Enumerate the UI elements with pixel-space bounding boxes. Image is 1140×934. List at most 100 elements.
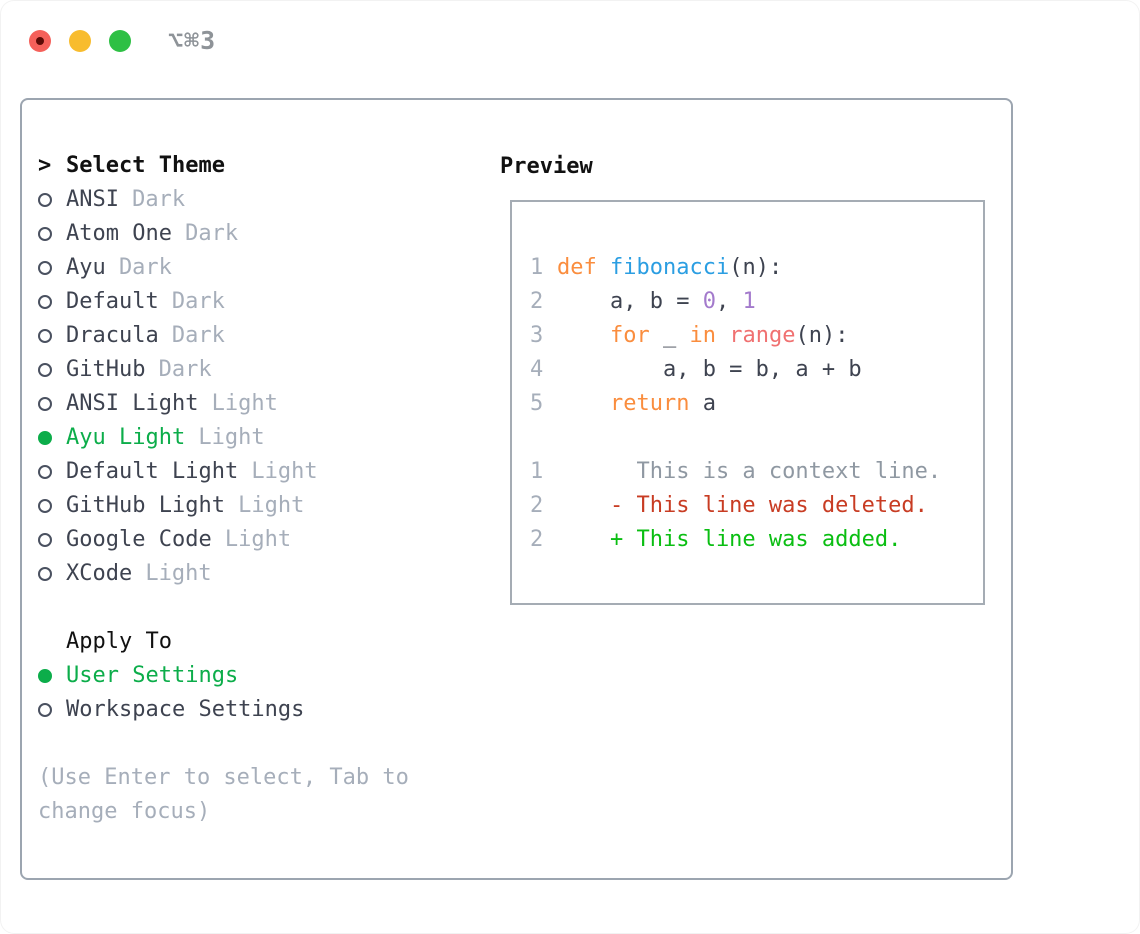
theme-option-ayu-light[interactable]: Ayu Light Light	[38, 421, 409, 455]
option-label: Google Code	[66, 527, 212, 552]
line-number: 2	[530, 493, 544, 518]
option-label: Ayu Light	[66, 425, 186, 450]
theme-variant-label: Dark	[118, 255, 172, 280]
code-token: a, b =	[557, 289, 703, 314]
theme-variant-label: Light	[198, 425, 265, 450]
option-label: GitHub	[66, 357, 146, 382]
line-number: 1	[530, 459, 544, 484]
radio-icon	[38, 261, 52, 275]
apply-to-title: Apply To	[66, 629, 172, 654]
option-label: Dracula	[66, 323, 159, 348]
theme-variant-label: Light	[211, 391, 278, 416]
window-titlebar: ⌥⌘3	[29, 26, 216, 55]
option-label: ANSI	[66, 187, 119, 212]
radio-icon	[38, 499, 52, 513]
theme-option-xcode[interactable]: XCode Light	[38, 557, 409, 591]
theme-option-dracula[interactable]: Dracula Dark	[38, 319, 409, 353]
radio-icon	[38, 295, 52, 309]
option-label: XCode	[66, 561, 133, 586]
help-line-1: (Use Enter to select, Tab to	[38, 765, 409, 790]
line-number: 2	[530, 289, 544, 314]
keyboard-shortcut-label: ⌥⌘3	[168, 26, 217, 55]
code-token: a, b = b, a + b	[557, 357, 862, 382]
code-token: range	[729, 323, 796, 348]
code-token	[597, 251, 610, 285]
theme-option-github-light[interactable]: GitHub Light Light	[38, 489, 409, 523]
radio-icon	[38, 567, 52, 581]
close-button[interactable]	[29, 29, 51, 52]
theme-option-github[interactable]: GitHub Dark	[38, 353, 409, 387]
theme-variant-label: Light	[145, 561, 212, 586]
code-token: _	[649, 323, 690, 348]
preview-title: Preview	[500, 153, 593, 179]
code-token	[557, 387, 610, 421]
help-line-2: change focus)	[38, 799, 211, 824]
line-number: 1	[530, 255, 544, 280]
unsaved-changes-dot-icon	[36, 36, 44, 45]
theme-variant-label: Dark	[158, 357, 212, 382]
radio-icon	[38, 465, 52, 479]
code-line: 2 a, b = 0, 1	[530, 285, 973, 319]
code-token: - This line was deleted.	[557, 493, 928, 518]
apply-option-user-settings[interactable]: User Settings	[38, 659, 409, 693]
theme-option-google-code[interactable]: Google Code Light	[38, 523, 409, 557]
radio-icon	[38, 397, 52, 411]
code-line: 1 This is a context line.	[530, 455, 973, 489]
code-line: 2 - This line was deleted.	[530, 489, 973, 523]
line-number: 2	[530, 527, 544, 552]
option-label: Ayu	[66, 255, 106, 280]
code-token: 1	[742, 289, 756, 314]
code-token: ,	[715, 289, 743, 314]
radio-selected-icon	[38, 669, 52, 683]
radio-icon	[38, 533, 52, 547]
code-token: a	[689, 391, 716, 416]
line-number: 5	[530, 391, 544, 416]
theme-option-ayu[interactable]: Ayu Dark	[38, 251, 409, 285]
theme-variant-label: Light	[224, 527, 292, 552]
code-token: (n):	[729, 255, 783, 280]
prompt-caret-icon: >	[38, 153, 52, 178]
apply-option-workspace-settings[interactable]: Workspace Settings	[38, 693, 409, 727]
preview-header: Preview	[500, 149, 593, 183]
code-line: 3 for _ in range(n):	[530, 319, 973, 353]
code-line: 4 a, b = b, a + b	[530, 353, 973, 387]
option-label: Workspace Settings	[66, 697, 305, 722]
maximize-button[interactable]	[109, 29, 131, 52]
code-token: in	[689, 323, 716, 348]
radio-selected-icon	[38, 431, 52, 445]
code-line: 5 return a	[530, 387, 973, 421]
code-token: (n):	[795, 323, 849, 348]
option-label: Default Light	[66, 459, 239, 484]
code-line: 2 + This line was added.	[530, 523, 973, 557]
code-line	[530, 421, 973, 455]
minimize-button[interactable]	[69, 29, 91, 52]
code-token: for	[609, 323, 650, 348]
code-token	[716, 319, 729, 353]
code-token: return	[609, 391, 690, 416]
radio-icon	[38, 227, 52, 241]
option-label: Default	[66, 289, 159, 314]
spacer	[38, 591, 409, 625]
help-text: (Use Enter to select, Tab to change focu…	[38, 761, 409, 829]
select-theme-header: > Select Theme	[38, 149, 409, 183]
theme-variant-label: Light	[238, 493, 305, 518]
radio-icon	[38, 329, 52, 343]
option-label: GitHub Light	[66, 493, 225, 518]
line-number: 4	[530, 357, 544, 382]
apply-to-header: Apply To	[66, 625, 409, 659]
theme-variant-label: Dark	[185, 221, 239, 246]
code-token	[557, 319, 610, 353]
line-number: 3	[530, 323, 544, 348]
theme-variant-label: Dark	[171, 323, 225, 348]
